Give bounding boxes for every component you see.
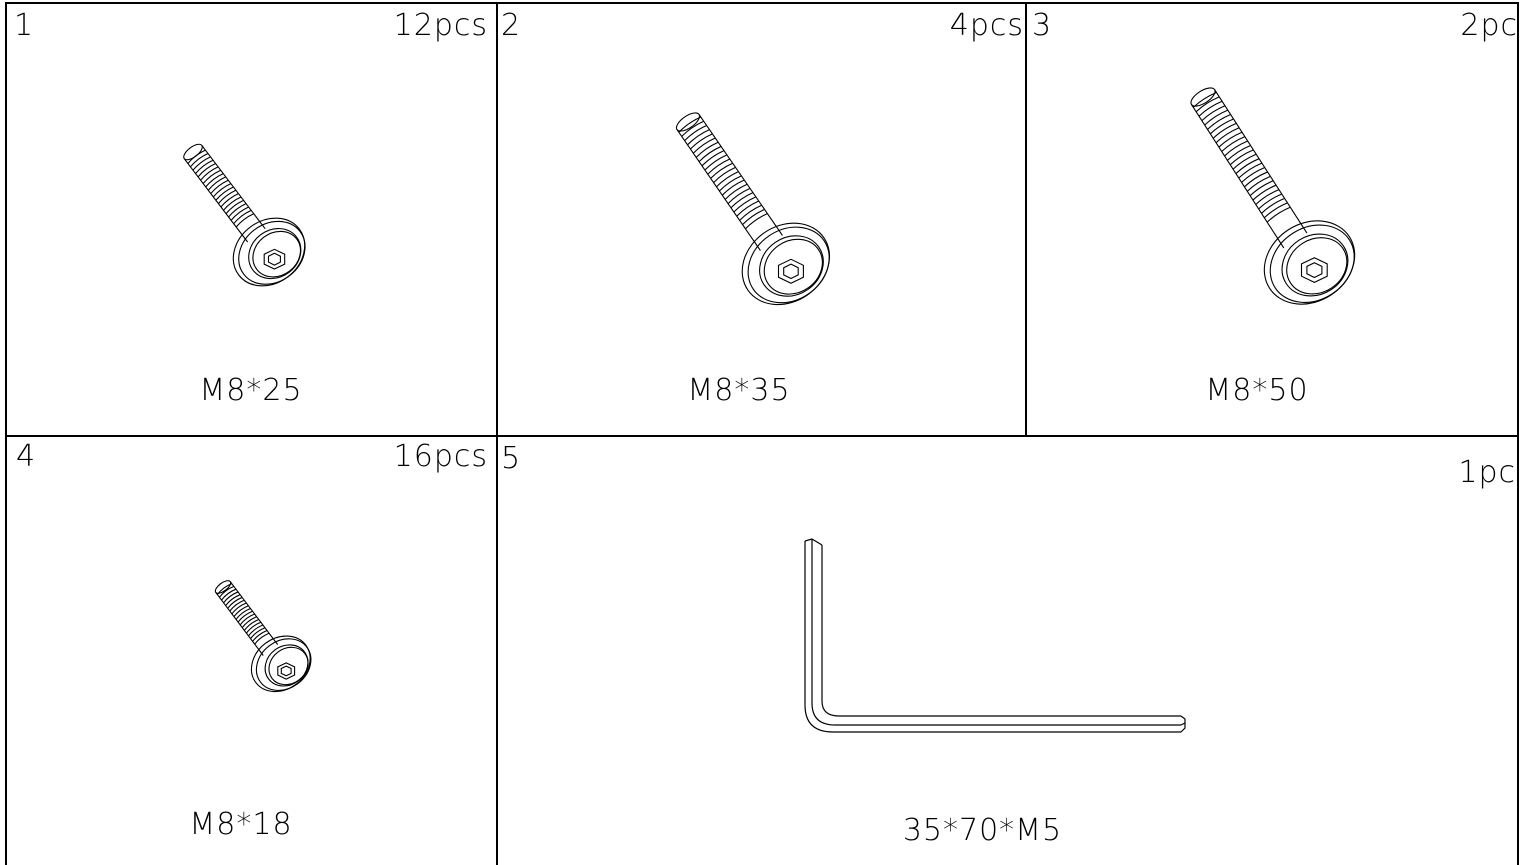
part-cell-2: 2 4pcs M8*35 <box>497 3 1026 435</box>
part-quantity: 16pcs <box>393 439 488 474</box>
hex-socket-flange-bolt-icon <box>670 110 840 320</box>
part-quantity: 12pcs <box>393 8 488 43</box>
part-spec: 35*70*M5 <box>902 813 1063 848</box>
part-quantity: 4pcs <box>949 8 1024 43</box>
part-quantity: 2pc <box>1460 8 1518 43</box>
part-number: 5 <box>501 441 522 476</box>
part-spec: M8*25 <box>199 373 303 408</box>
part-cell-5: 5 1pc 35*70*M5 <box>497 436 1518 865</box>
grid-border-top <box>5 2 1519 4</box>
part-cell-4: 4 16pcs M8*18 <box>6 436 496 865</box>
part-cell-1: 1 12pcs M8*25 <box>6 3 496 435</box>
hex-socket-flange-bolt-icon <box>175 140 315 300</box>
part-number: 1 <box>14 8 35 43</box>
hex-socket-flange-bolt-icon <box>205 575 320 705</box>
part-spec: M8*35 <box>687 373 791 408</box>
grid-border-right <box>1517 2 1519 865</box>
grid-row-divider <box>5 435 1519 437</box>
part-number: 2 <box>501 8 522 43</box>
part-number: 3 <box>1032 8 1053 43</box>
part-spec: M8*18 <box>189 807 293 842</box>
part-number: 4 <box>16 439 37 474</box>
part-cell-3: 3 2pc M8*50 <box>1026 3 1518 435</box>
grid-col-divider-1 <box>496 2 498 865</box>
part-spec: M8*50 <box>1205 373 1309 408</box>
grid-border-left <box>5 2 7 865</box>
hex-socket-flange-bolt-icon <box>1185 85 1365 320</box>
allen-key-icon <box>795 535 1190 740</box>
grid-col-divider-2 <box>1025 2 1027 436</box>
part-quantity: 1pc <box>1458 455 1516 490</box>
